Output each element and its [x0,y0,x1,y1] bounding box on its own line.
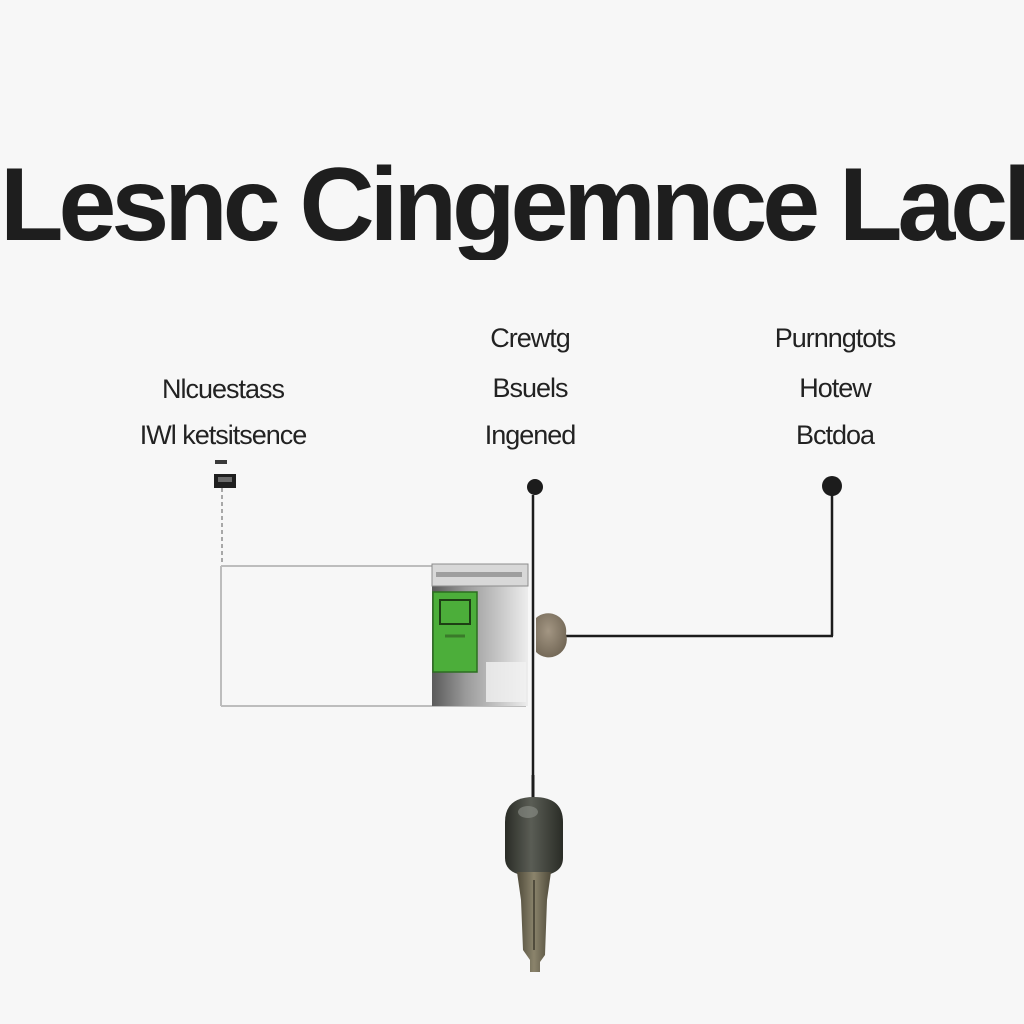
sensor-tab [215,460,227,464]
middle-terminal-dot [527,479,543,495]
left-label-line-2: IWl ketsitsence [139,420,308,450]
right-label-line-1: Purnngtots [774,323,897,353]
left-sensor-connector [214,460,236,566]
module-badge-glyph [439,599,471,625]
right-label-line-3: Bctdoa [795,420,875,450]
key-icon [505,775,563,972]
left-label-line-1: Nlcuestass [161,374,285,404]
connector-knob-icon [536,613,567,658]
key-head-shine [518,806,538,818]
middle-label-line-2: Bsuels [492,373,568,403]
control-module [431,563,529,706]
middle-label-line-1: Crewtg [490,323,571,353]
module-cap-groove [436,572,522,577]
module-reflection [486,662,526,702]
right-label-line-2: Hotew [799,373,872,403]
right-terminal-dot [822,476,842,496]
middle-input-line [527,479,543,800]
key-head [505,797,563,876]
sensor-plug-highlight [218,477,232,482]
middle-label-line-3: Ingened [484,420,577,450]
right-output-line [562,476,842,638]
diagram-title: Lesnc Cingemnce Lacls Carc [0,150,1024,260]
